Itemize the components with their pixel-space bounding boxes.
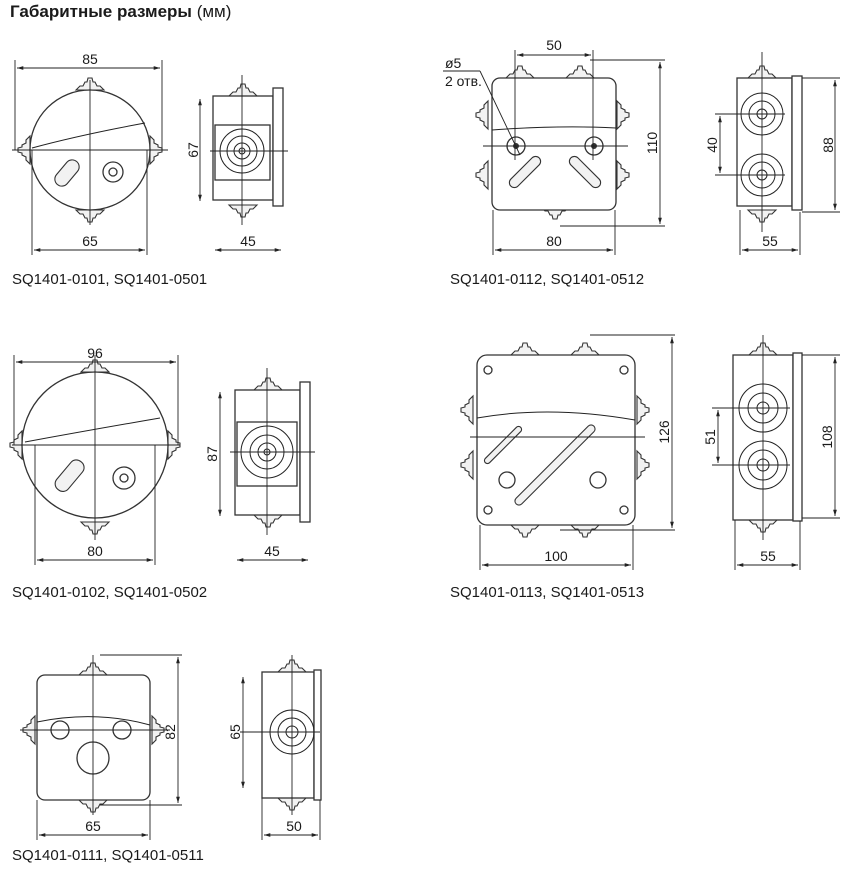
dim-depth: 45	[264, 543, 280, 559]
dim-width-top: 96	[87, 345, 103, 361]
dim-entry-spacing: 40	[704, 137, 720, 153]
product-label: SQ1401-0111, SQ1401-0511	[12, 847, 204, 864]
title-text: Габаритные размеры	[10, 2, 192, 21]
drawing-sq1401-0112: 50 ø5 2 отв. 110 80 40 88 55	[443, 37, 840, 255]
dim-entry-spacing: 51	[702, 429, 718, 445]
hole-diameter-note: ø5	[445, 55, 462, 71]
page-title: Габаритные размеры (мм)	[10, 2, 231, 22]
dim-width-top: 85	[82, 51, 98, 67]
dim-width: 80	[546, 233, 562, 249]
product-label: SQ1401-0112, SQ1401-0512	[450, 271, 645, 288]
dim-depth: 50	[286, 818, 302, 834]
hole-count-note: 2 отв.	[445, 73, 482, 89]
dim-width: 65	[85, 818, 101, 834]
drawing-sq1401-0101: 85 65 67 45	[12, 51, 288, 255]
dim-hole-spacing: 50	[546, 37, 562, 53]
dim-side-height: 88	[820, 137, 836, 153]
dim-side-height: 108	[819, 425, 835, 449]
dim-height: 87	[204, 446, 220, 462]
dim-depth: 55	[762, 233, 778, 249]
product-label: SQ1401-0102, SQ1401-0502	[12, 584, 208, 601]
dim-depth: 55	[760, 548, 776, 564]
dim-height: 82	[162, 724, 178, 740]
dim-depth: 45	[240, 233, 256, 249]
dim-width-bottom: 65	[82, 233, 98, 249]
dim-width: 100	[544, 548, 568, 564]
dim-height: 67	[185, 142, 201, 158]
product-label: SQ1401-0113, SQ1401-0513	[450, 584, 645, 601]
dim-height: 126	[656, 420, 672, 444]
product-label: SQ1401-0101, SQ1401-0501	[12, 271, 208, 288]
drawing-sq1401-0113: 126 100 51 108 55	[460, 334, 840, 570]
dim-side-height: 65	[227, 724, 243, 740]
drawing-sq1401-0111: 82 65 65 50	[20, 654, 322, 840]
drawing-sq1401-0102: 96 80 87 45	[9, 345, 315, 565]
dim-height: 110	[644, 132, 660, 155]
title-unit: (мм)	[196, 2, 232, 21]
dim-width-bottom: 80	[87, 543, 103, 559]
